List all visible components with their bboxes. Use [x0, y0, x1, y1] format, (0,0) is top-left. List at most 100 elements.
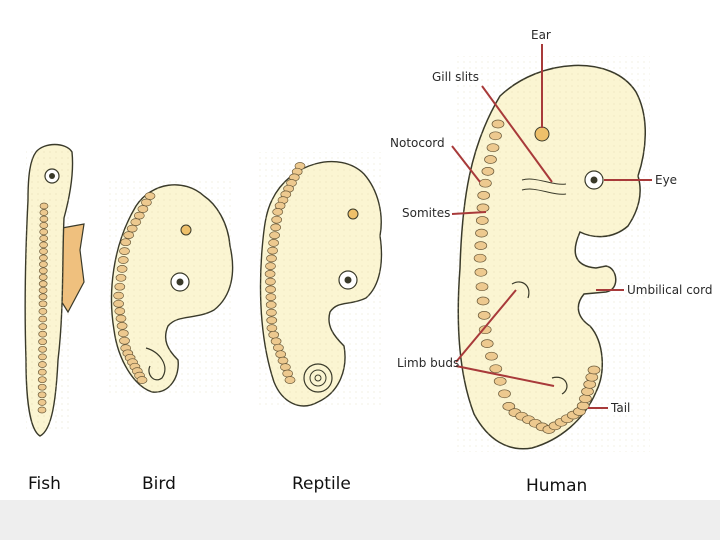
caption-human: Human — [526, 476, 588, 496]
somite — [587, 365, 601, 375]
somite — [37, 406, 47, 414]
somite — [477, 311, 491, 320]
somite — [114, 282, 126, 291]
somite — [37, 368, 47, 376]
somite — [266, 316, 278, 325]
somite — [268, 239, 279, 247]
human-embryo — [456, 56, 650, 452]
somite — [38, 315, 48, 323]
somite — [38, 345, 47, 353]
somite — [265, 293, 277, 301]
somite — [136, 376, 148, 384]
somite — [114, 307, 126, 315]
somite — [37, 399, 47, 406]
somite — [284, 376, 296, 384]
somite — [277, 356, 289, 365]
label-limb-buds: Limb buds — [397, 356, 460, 370]
somite — [39, 241, 48, 249]
somite — [265, 285, 276, 294]
somite — [268, 330, 280, 339]
somite — [272, 208, 284, 216]
somite — [576, 401, 590, 411]
somite — [474, 267, 488, 277]
somite — [266, 324, 278, 332]
somite — [115, 273, 127, 282]
caption-reptile: Reptile — [292, 474, 351, 494]
reptile-tail-coil — [303, 363, 333, 393]
human-texture — [456, 56, 650, 452]
somite — [489, 131, 502, 141]
somite — [266, 308, 277, 317]
somite — [113, 291, 124, 300]
reptile-ear-spot — [347, 208, 359, 220]
somite — [579, 394, 592, 404]
somite — [479, 178, 492, 188]
somite — [480, 339, 494, 348]
somite — [491, 119, 505, 129]
somite — [39, 209, 49, 216]
somite — [38, 300, 48, 308]
reptile-embryo — [258, 152, 384, 408]
somite — [493, 376, 507, 386]
caption-fish: Fish — [28, 474, 61, 494]
somite — [39, 215, 49, 223]
somite — [38, 273, 48, 281]
somite — [38, 323, 48, 330]
human-limb-bud-lower — [551, 376, 568, 395]
somite — [265, 262, 276, 270]
somite — [264, 270, 276, 278]
somite — [475, 228, 488, 238]
somite — [38, 361, 47, 368]
label-umbilical-cord: Umbilical cord — [627, 283, 713, 297]
somite — [481, 167, 495, 176]
human-ear-spot — [534, 126, 550, 142]
somite — [38, 308, 48, 315]
somite — [117, 256, 129, 264]
somite — [38, 353, 47, 361]
label-tail: Tail — [611, 401, 631, 415]
somite — [37, 391, 47, 399]
somite — [119, 336, 130, 345]
label-somites: Somites — [402, 206, 451, 220]
somite — [39, 228, 49, 236]
somite — [113, 299, 124, 308]
somite — [38, 330, 48, 338]
somite — [38, 280, 48, 288]
reptile-texture — [258, 152, 384, 408]
somite — [37, 376, 47, 384]
somite — [116, 265, 128, 273]
somite — [39, 222, 49, 229]
label-eye: Eye — [655, 173, 678, 187]
somite — [498, 389, 511, 399]
caption-bird: Bird — [142, 474, 176, 494]
label-notocord: Notocord — [390, 136, 445, 150]
somite — [39, 254, 48, 262]
reptile-eye — [338, 270, 358, 290]
bird-somites — [113, 192, 156, 384]
somite — [130, 218, 142, 226]
somite — [137, 205, 149, 213]
somite — [266, 254, 277, 263]
gill-slits-pointer — [481, 85, 553, 183]
somite — [265, 277, 276, 286]
somite — [38, 293, 48, 301]
somite — [117, 329, 129, 338]
pointer-lines — [451, 44, 652, 409]
somite — [476, 296, 490, 306]
somite — [269, 231, 280, 240]
somites-pointer — [451, 211, 487, 215]
somite — [265, 300, 277, 309]
somite — [39, 260, 48, 268]
bird-ear-spot — [180, 224, 192, 236]
somite — [119, 247, 130, 255]
somite — [475, 282, 489, 292]
somite — [273, 343, 284, 352]
somite — [39, 248, 48, 255]
somite — [116, 322, 128, 330]
somite — [120, 238, 132, 247]
somite — [282, 369, 294, 378]
somite — [484, 155, 497, 164]
fish-embryo — [24, 143, 85, 437]
somite — [502, 402, 516, 411]
